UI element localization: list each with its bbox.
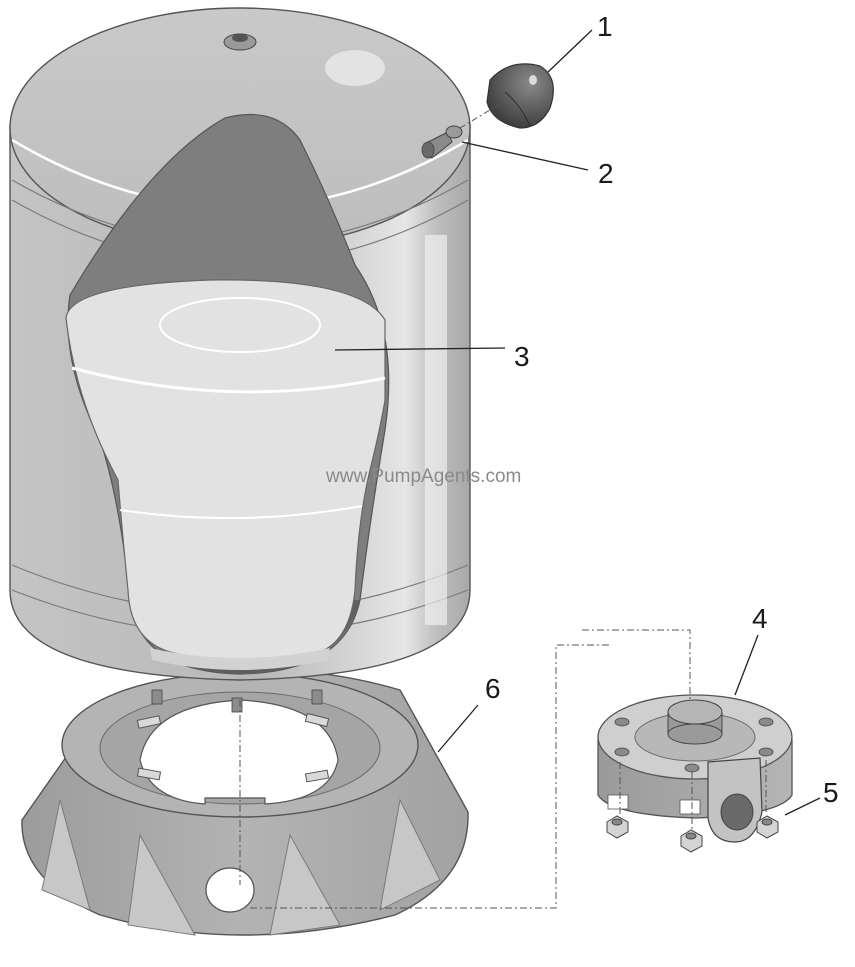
tank-shell-highlight [425, 235, 447, 625]
callout-5: 5 [823, 777, 839, 808]
diaphragm-body [65, 279, 386, 662]
stand-studs [151, 689, 323, 713]
watermark: www.PumpAgents.com [325, 466, 521, 487]
callout-4: 4 [752, 603, 768, 634]
stand-center-opening [139, 699, 339, 805]
air-valve [421, 125, 463, 159]
tank-stand [21, 670, 469, 936]
tank-top-fitting [223, 33, 257, 51]
stand-ribs [41, 798, 441, 936]
air-valve-cap [486, 63, 554, 129]
stand-clips [136, 712, 330, 783]
hex-nut [606, 815, 629, 839]
callout-3: 3 [514, 341, 530, 372]
water-connection-adapter [597, 694, 793, 843]
hex-nut [756, 815, 779, 839]
callout-2: 2 [598, 158, 614, 189]
diaphragm [65, 279, 386, 670]
callout-6: 6 [485, 673, 501, 704]
hex-nut [680, 829, 703, 853]
callout-1: 1 [597, 11, 613, 42]
diaphragm-top-ring [159, 297, 321, 353]
tank-top-highlight [325, 50, 385, 86]
alignment-lines [239, 629, 767, 909]
hex-nuts [606, 815, 779, 853]
leader-lines [334, 29, 821, 816]
stand-side-port [205, 867, 255, 913]
